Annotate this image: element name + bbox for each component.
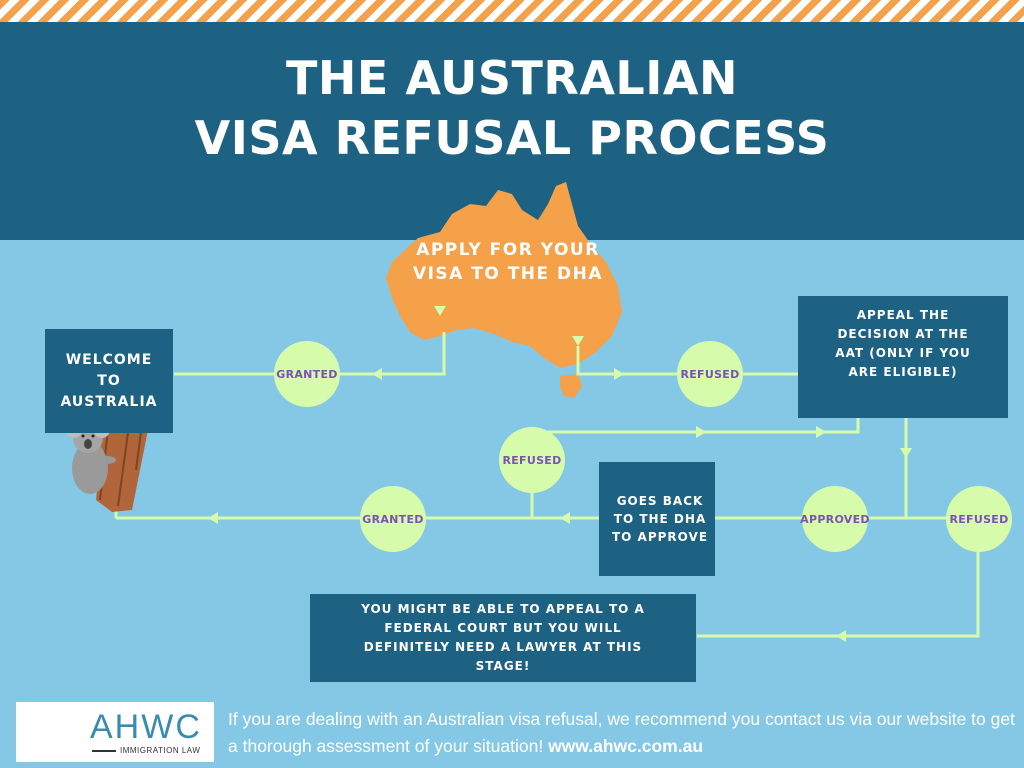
node-appeal-aat: APPEAL THE DECISION AT THE AAT (ONLY IF … xyxy=(798,296,1008,418)
outcome-granted: GRANTED xyxy=(274,341,340,407)
node-federal-court: YOU MIGHT BE ABLE TO APPEAL TO A FEDERAL… xyxy=(310,594,696,682)
node-welcome-label: WELCOME TO AUSTRALIA xyxy=(60,351,158,410)
node-appeal-aat-label: APPEAL THE DECISION AT THE AAT (ONLY IF … xyxy=(835,308,971,379)
connector-lines xyxy=(114,332,980,638)
arrow-left xyxy=(560,512,570,524)
australia-map-icon xyxy=(386,182,622,398)
node-goes-back: GOES BACK TO THE DHA TO APPROVE xyxy=(599,462,715,576)
outcome-approved: APPROVED xyxy=(800,486,870,552)
node-welcome: WELCOME TO AUSTRALIA xyxy=(45,329,173,433)
company-logo[interactable]: AHWC IMMIGRATION LAW xyxy=(16,702,214,762)
arrow-down xyxy=(434,306,446,316)
logo-subtitle: IMMIGRATION LAW xyxy=(120,746,201,755)
outcome-granted: GRANTED xyxy=(360,486,426,552)
arrow-down xyxy=(900,448,912,458)
arrow-down xyxy=(572,336,584,346)
website-link[interactable]: www.ahwc.com.au xyxy=(548,736,704,756)
arrow-left xyxy=(372,368,382,380)
arrow-right xyxy=(816,426,826,438)
footer-message-text: If you are dealing with an Australian vi… xyxy=(228,709,1015,756)
node-federal-court-label: YOU MIGHT BE ABLE TO APPEAL TO A FEDERAL… xyxy=(361,602,645,673)
outcome-refused: REFUSED xyxy=(677,341,743,407)
arrow-left xyxy=(836,630,846,642)
arrow-left xyxy=(208,512,218,524)
arrow-right xyxy=(614,368,624,380)
logo-divider xyxy=(92,750,116,752)
node-goes-back-label: GOES BACK TO THE DHA TO APPROVE xyxy=(611,494,709,544)
title-line-1: THE AUSTRALIAN xyxy=(286,51,738,105)
page-title: THE AUSTRALIAN VISA REFUSAL PROCESS xyxy=(0,48,1024,168)
outcome-refused: REFUSED xyxy=(946,486,1012,552)
outcome-refused: REFUSED xyxy=(499,427,565,493)
header-stripes xyxy=(0,0,1024,22)
arrow-right xyxy=(696,426,706,438)
logo-name: AHWC xyxy=(90,708,202,746)
footer-message: If you are dealing with an Australian vi… xyxy=(228,706,1018,760)
title-line-2: VISA REFUSAL PROCESS xyxy=(194,111,830,165)
node-apply: APPLY FOR YOUR VISA TO THE DHA xyxy=(412,240,604,284)
